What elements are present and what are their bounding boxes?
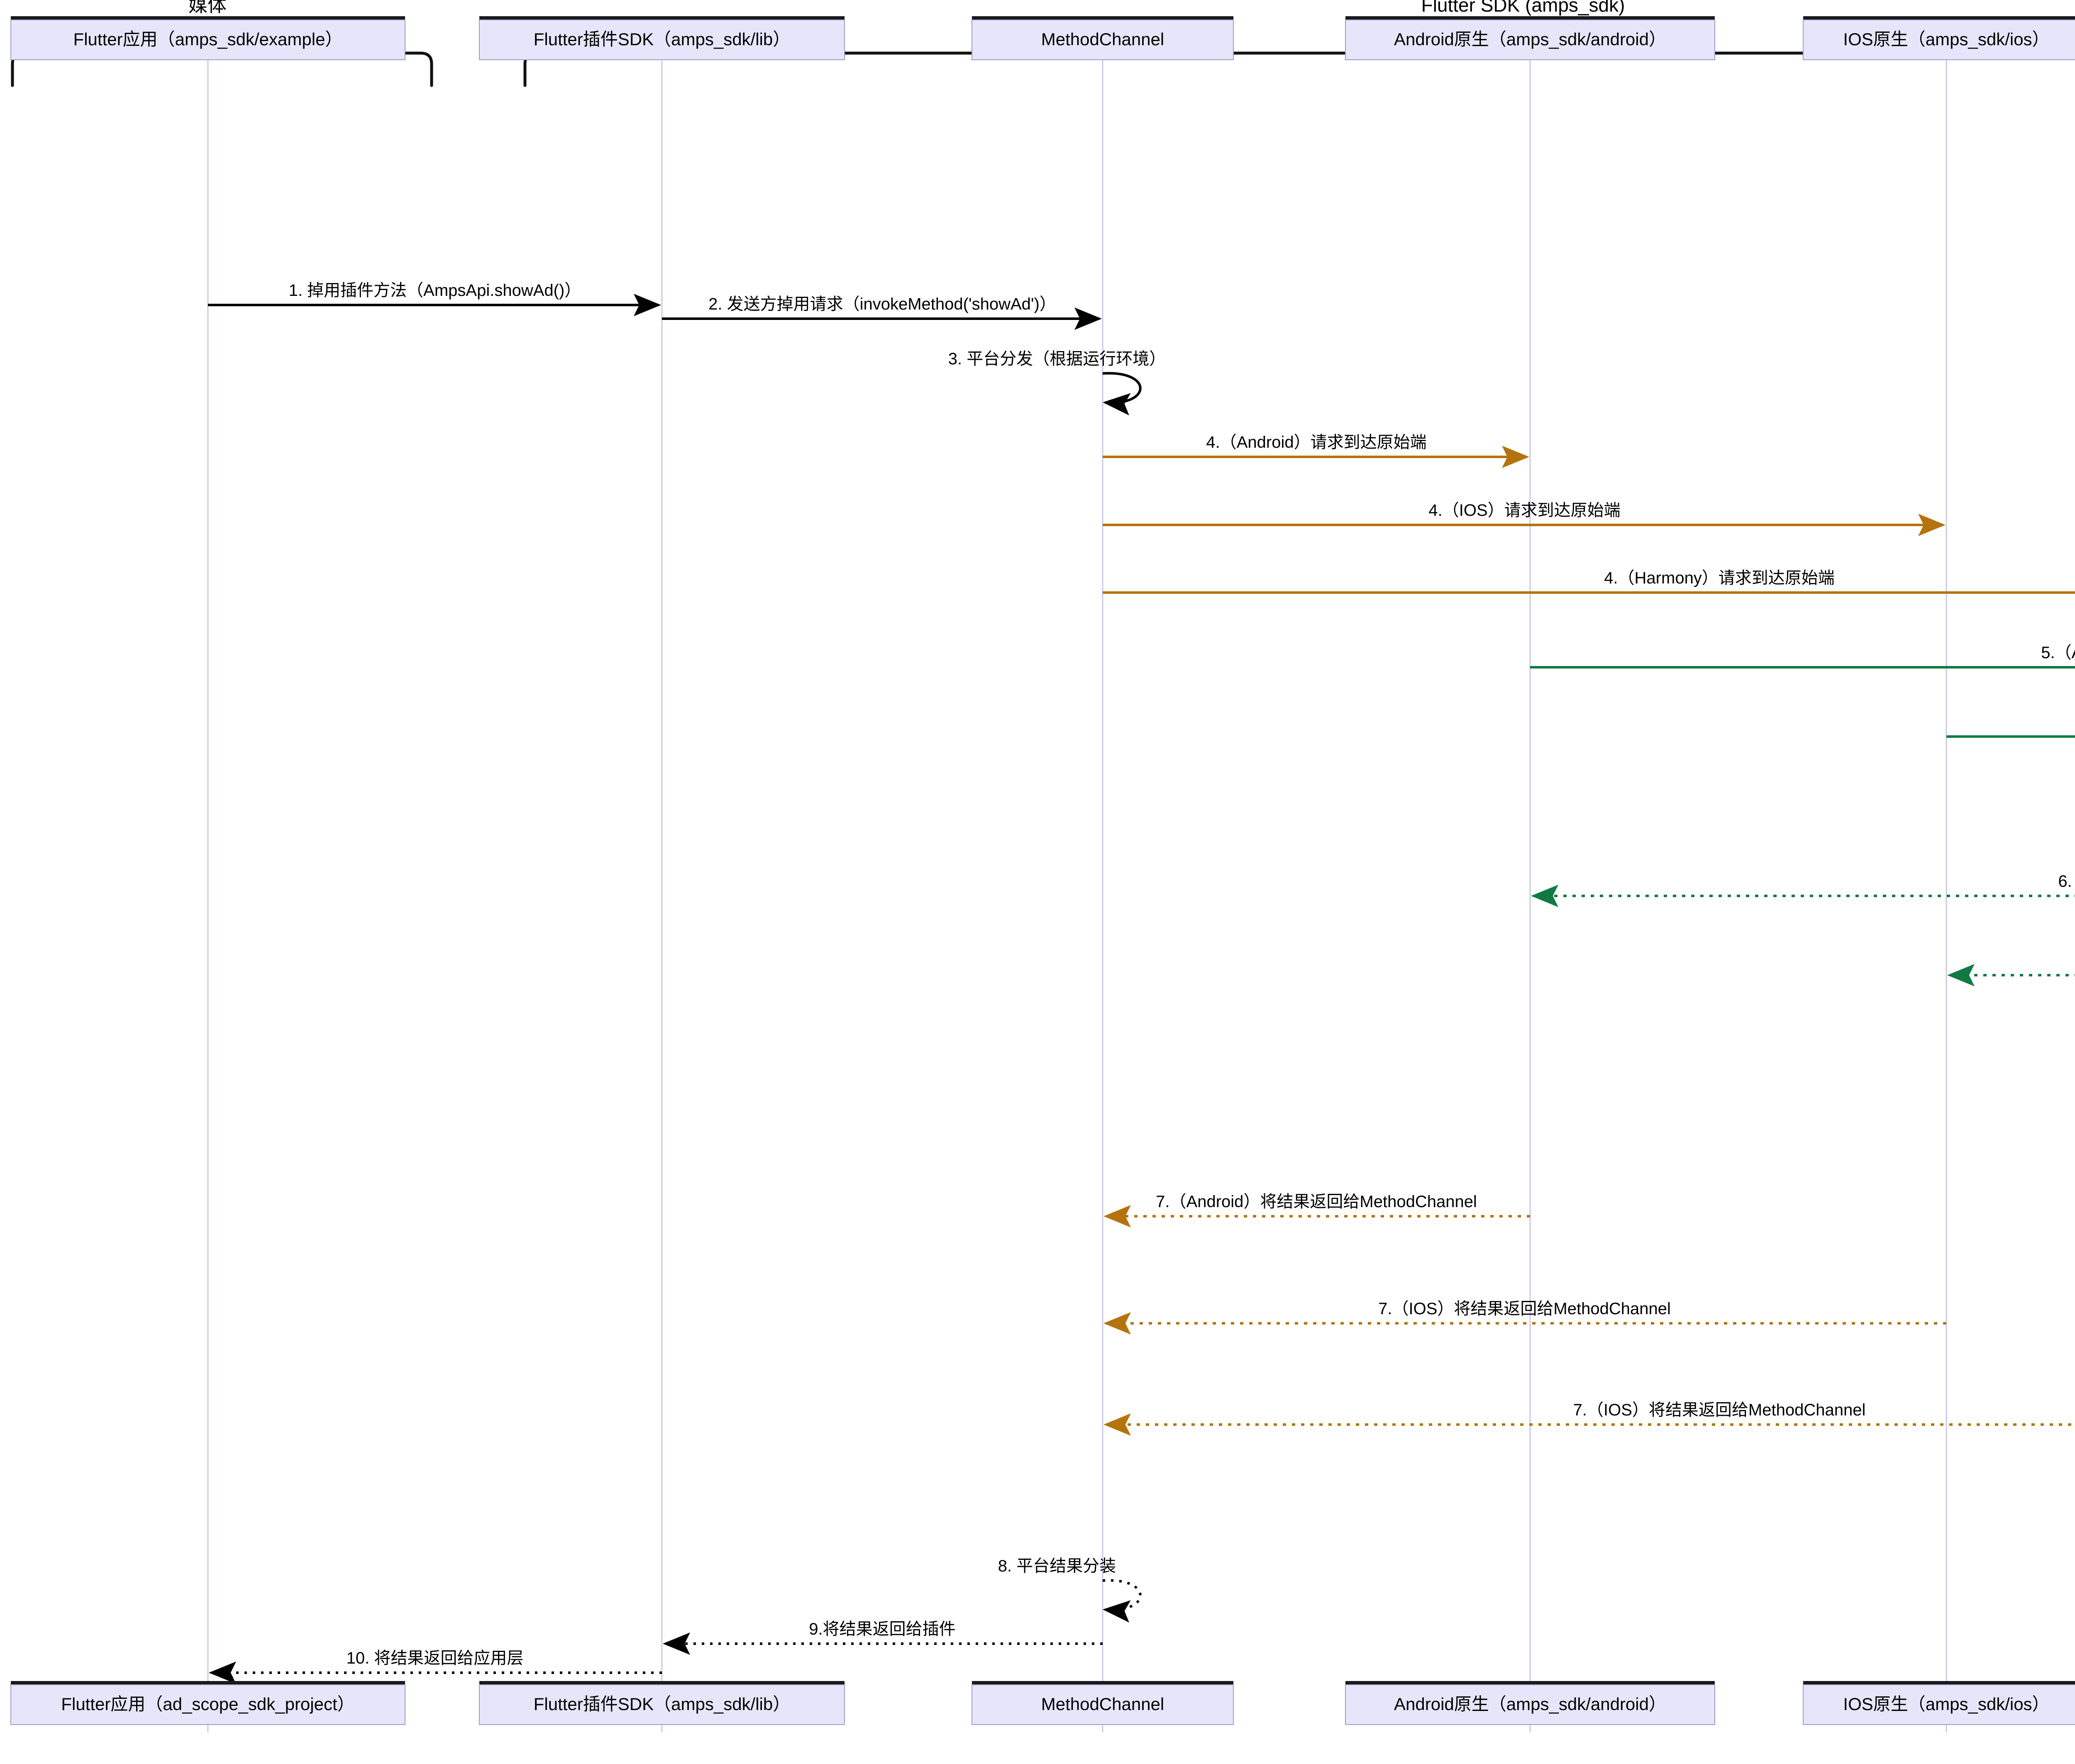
actor-box-top-flutter-app[interactable]: Flutter应用（amps_sdk/example） [10,16,405,60]
message-7[interactable]: 5.（Android）调用原生SDK方法 [1530,644,2075,669]
actor-label-bottom: Flutter应用（ad_scope_sdk_project） [61,1694,354,1714]
actor-box-rect [10,20,405,60]
message-15[interactable]: 7.（IOS）将结果返回给MethodChannel [1103,1401,2075,1436]
message-2[interactable]: 2. 发送方掉用请求（invokeMethod('showAd')） [662,295,1102,330]
message-label: 5.（Android）调用原生SDK方法 [2041,644,2075,662]
actor-box-rect [479,1684,845,1725]
actor-box-topbar [1345,16,1715,20]
actor-label-top: Android原生（amps_sdk/android） [1394,29,1666,49]
message-18[interactable]: 10. 将结果返回给应用层 [209,1649,662,1684]
message-self-arrow [1102,372,1142,416]
actor-box-rect [1345,20,1715,60]
message-14[interactable]: 7.（IOS）将结果返回给MethodChannel [1103,1300,1946,1335]
message-4[interactable]: 4.（Android）请求到达原始端 [1103,433,1529,468]
actor-box-rect [479,20,845,60]
actor-label-top: Flutter应用（amps_sdk/example） [73,29,343,49]
actor-box-topbar [11,16,405,20]
message-label: 2. 发送方掉用请求（invokeMethod('showAd')） [708,295,1056,313]
message-17[interactable]: 9.将结果返回给插件 [663,1620,1103,1655]
message-1[interactable]: 1. 掉用插件方法（AmpsApi.showAd()） [208,281,661,316]
message-label: 4.（IOS）请求到达原始端 [1428,501,1620,520]
actor-box-topbar [479,16,845,20]
actor-box-topbar [1345,1681,1715,1685]
message-label: 6.（Android）返回执行结果 [2058,872,2075,891]
message-self-arrow [1102,1579,1142,1623]
lifelines-layer [207,49,1947,1732]
actor-label-top: IOS原生（amps_sdk/ios） [1843,29,2049,49]
message-16[interactable]: 8. 平台结果分装 [998,1557,1142,1623]
message-label: 10. 将结果返回给应用层 [347,1649,524,1667]
actor-box-rect [972,20,1234,60]
actor-box-bottom-flutter-app[interactable]: Flutter应用（ad_scope_sdk_project） [10,1681,405,1725]
actor-label-bottom: MethodChannel [1041,1694,1164,1714]
actor-box-bottom-android[interactable]: Android原生（amps_sdk/android） [1345,1681,1715,1725]
actor-label-bottom: Android原生（amps_sdk/android） [1394,1694,1666,1714]
message-label: 3. 平台分发（根据运行环境） [948,350,1166,368]
message-label: 9.将结果返回给插件 [809,1620,955,1638]
message-label: 1. 掉用插件方法（AmpsApi.showAd()） [289,281,581,300]
actor-box-topbar [479,1681,845,1685]
actor-box-bottom-methodchannel[interactable]: MethodChannel [972,1681,1234,1725]
actor-box-top-android[interactable]: Android原生（amps_sdk/android） [1345,16,1715,60]
actor-box-rect [972,1684,1234,1725]
actor-box-topbar [11,1681,405,1685]
message-8[interactable]: 5.（IOS）调用原生SDK方法 [1946,713,2075,738]
actor-box-topbar [1803,1681,2075,1685]
actor-label-bottom: Flutter插件SDK（amps_sdk/lib） [534,1694,791,1714]
message-label: 7.（IOS）将结果返回给MethodChannel [1573,1401,1866,1419]
message-label: 7.（IOS）将结果返回给MethodChannel [1378,1300,1671,1318]
actor-box-topbar [972,16,1233,20]
actor-label-bottom: IOS原生（amps_sdk/ios） [1843,1694,2049,1714]
actor-box-topbar [1803,16,2075,20]
message-label: 8. 平台结果分装 [998,1557,1116,1575]
message-11[interactable]: 6.（IOS）返回执行结果 [1947,952,2075,986]
actor-box-top-ios[interactable]: IOS原生（amps_sdk/ios） [1803,16,2075,60]
actor-boxes-layer: Flutter应用（amps_sdk/example） Flutter应用（ad_… [10,16,2075,1725]
message-label: 4.（Harmony）请求到达原始端 [1604,569,1835,587]
message-3[interactable]: 3. 平台分发（根据运行环境） [948,350,1166,416]
message-label: 7.（Android）将结果返回给MethodChannel [1156,1193,1477,1211]
message-6[interactable]: 4.（Harmony）请求到达原始端 [1103,569,2075,594]
actor-box-bottom-ios[interactable]: IOS原生（amps_sdk/ios） [1803,1681,2075,1725]
actor-box-topbar [972,1681,1233,1685]
message-10[interactable]: 6.（Android）返回执行结果 [1531,872,2075,907]
actor-box-bottom-plugin-sdk[interactable]: Flutter插件SDK（amps_sdk/lib） [479,1681,845,1725]
actor-label-top: Flutter插件SDK（amps_sdk/lib） [534,29,791,49]
group-title-media: 媒体 [188,0,227,16]
actor-box-top-plugin-sdk[interactable]: Flutter插件SDK（amps_sdk/lib） [479,16,845,60]
message-5[interactable]: 4.（IOS）请求到达原始端 [1103,501,1946,536]
actor-box-rect [1345,1684,1715,1725]
actor-label-top: MethodChannel [1041,29,1164,49]
group-title-flutter-sdk: Flutter SDK (amps_sdk) [1421,0,1625,16]
message-13[interactable]: 7.（Android）将结果返回给MethodChannel [1103,1193,1530,1227]
actor-box-rect [10,1684,405,1725]
actor-box-top-methodchannel[interactable]: MethodChannel [972,16,1234,60]
message-label: 4.（Android）请求到达原始端 [1206,433,1426,451]
actor-box-rect [1803,1684,2075,1725]
messages-layer: 1. 掉用插件方法（AmpsApi.showAd()） 2. 发送方掉用请求（in… [208,281,2075,1684]
actor-box-rect [1803,20,2075,60]
